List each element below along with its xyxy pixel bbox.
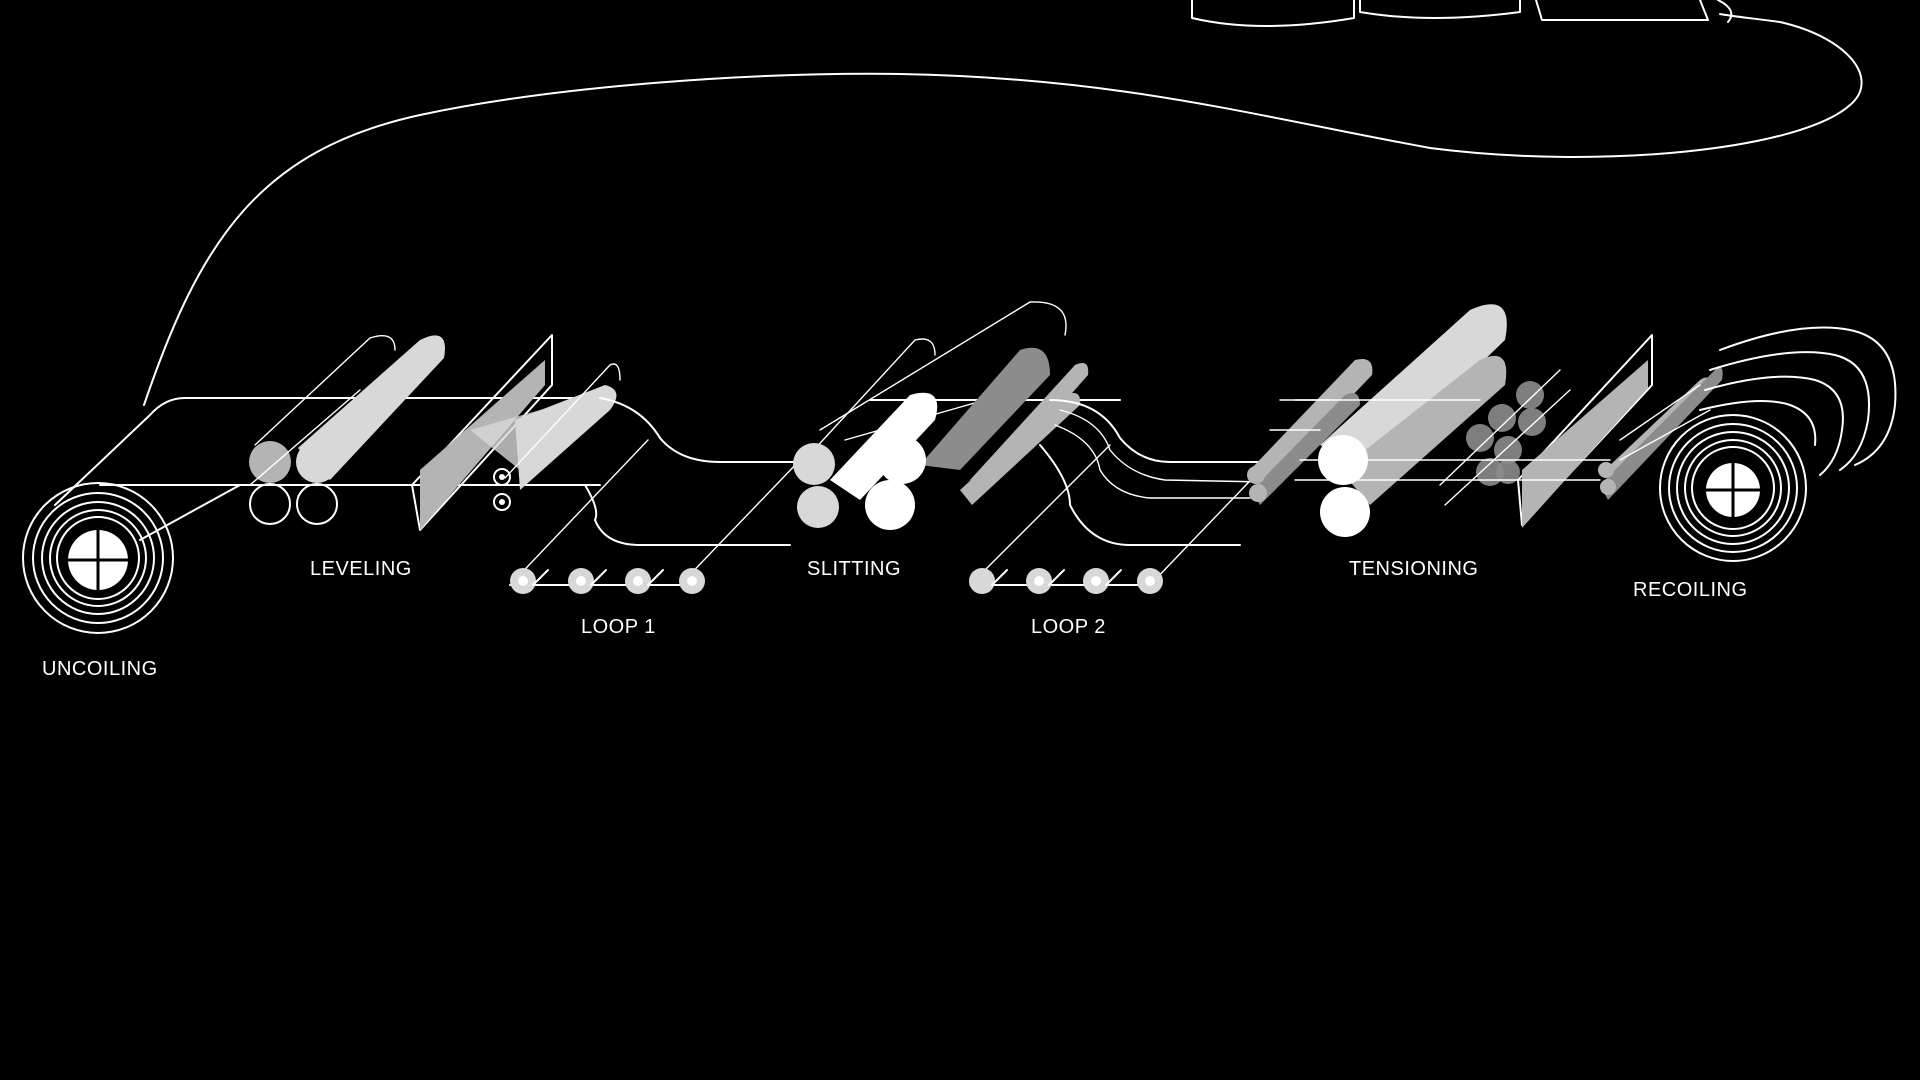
slitter	[793, 302, 1120, 530]
finished-coil-1	[1192, 0, 1354, 26]
loop-2-pinch-rollers	[969, 568, 1163, 594]
uncoiler-coil	[23, 483, 173, 633]
tensioner	[1247, 304, 1570, 537]
label-tensioning: TENSIONING	[1349, 558, 1478, 580]
leveler-rollers	[249, 335, 445, 524]
finished-coils-group	[1192, 0, 1731, 26]
tensioner-frame	[1518, 335, 1723, 528]
label-uncoiling: UNCOILING	[42, 658, 158, 680]
leveler-frame	[412, 335, 620, 530]
return-strip-path	[144, 14, 1862, 405]
label-loop-1: LOOP 1	[581, 616, 656, 638]
label-loop-2: LOOP 2	[1031, 616, 1106, 638]
label-leveling: LEVELING	[310, 558, 412, 580]
label-recoiling: RECOILING	[1633, 579, 1748, 601]
label-slitting: SLITTING	[807, 558, 901, 580]
finished-coil-3	[1536, 0, 1708, 20]
recoiler-coil	[1660, 328, 1895, 562]
finished-coil-2	[1360, 0, 1520, 18]
finished-coil-4	[1718, 0, 1731, 22]
loop-1-pinch-rollers	[510, 568, 705, 594]
